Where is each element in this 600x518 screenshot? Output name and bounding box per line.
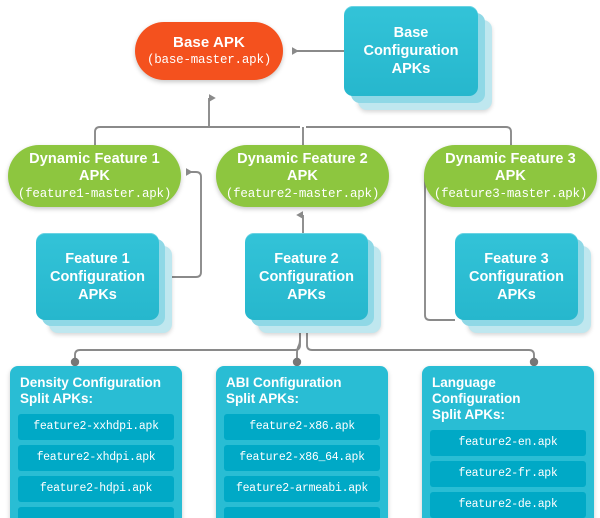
stack-sheet-front: Feature 2 Configuration APKs — [245, 233, 368, 320]
dynamic-feature-3-filename: (feature3-master.apk) — [433, 186, 588, 201]
feature-3-config-line3: APKs — [497, 286, 536, 303]
wire-bus-to-dyn3 — [306, 126, 512, 145]
feature-1-config-line1: Feature 1 — [65, 250, 130, 267]
stack-sheet-front: Base Configuration APKs — [344, 6, 478, 96]
base-configuration-apks-stack[interactable]: Base Configuration APKs — [344, 6, 492, 110]
dynamic-feature-3-title-line2: APK — [495, 167, 526, 184]
abi-split-heading: ABI Configuration Split APKs: — [224, 375, 380, 409]
base-config-line3: APKs — [391, 61, 431, 77]
abi-split-heading-line2: Split APKs: — [226, 391, 300, 406]
base-apk-title: Base APK — [173, 34, 245, 51]
stack-sheet-front: Feature 1 Configuration APKs — [36, 233, 159, 320]
abi-split-list: feature2-x86.apk feature2-x86_64.apk fea… — [224, 414, 380, 518]
split-apk-item[interactable]: feature2-xhdpi.apk — [18, 445, 174, 471]
stack-sheet-front: Feature 3 Configuration APKs — [455, 233, 578, 320]
density-split-heading-line1: Density Configuration — [20, 375, 161, 390]
dynamic-feature-2-apk-node[interactable]: Dynamic Feature 2 APK (feature2-master.a… — [216, 145, 389, 207]
dynamic-feature-1-title-line2: APK — [79, 167, 110, 184]
split-apk-item[interactable]: feature2-x86_64.apk — [224, 445, 380, 471]
dynamic-feature-3-apk-node[interactable]: Dynamic Feature 3 APK (feature3-master.a… — [424, 145, 597, 207]
language-configuration-split-apks-box[interactable]: Language Configuration Split APKs: featu… — [422, 366, 594, 518]
base-config-line2: Configuration — [363, 43, 459, 59]
dynamic-feature-3-title-line1: Dynamic Feature 3 — [445, 150, 576, 167]
dynamic-feature-2-filename: (feature2-master.apk) — [225, 186, 380, 201]
base-config-line1: Base — [393, 25, 429, 41]
base-apk-node[interactable]: Base APK (base-master.apk) — [135, 22, 283, 80]
dynamic-feature-1-apk-node[interactable]: Dynamic Feature 1 APK (feature1-master.a… — [8, 145, 181, 207]
dynamic-feature-2-title-line2: APK — [287, 167, 318, 184]
feature-2-configuration-apks-stack[interactable]: Feature 2 Configuration APKs — [245, 233, 381, 333]
wire-bus-to-dyn1 — [94, 126, 300, 145]
split-apk-item[interactable]: feature2-x86.apk — [224, 414, 380, 440]
language-split-heading: Language Configuration Split APKs: — [430, 375, 586, 425]
split-apk-item[interactable]: feature2-fr.apk — [430, 461, 586, 487]
feature-1-config-line2: Configuration — [49, 268, 146, 285]
dynamic-feature-1-title-line1: Dynamic Feature 1 — [29, 150, 160, 167]
density-split-heading: Density Configuration Split APKs: — [18, 375, 174, 409]
dynamic-feature-2-title-line1: Dynamic Feature 2 — [237, 150, 368, 167]
feature-3-config-line2: Configuration — [468, 268, 565, 285]
feature-1-config-line3: APKs — [78, 286, 117, 303]
split-apk-item[interactable]: feature2-en.apk — [430, 430, 586, 456]
dynamic-feature-1-filename: (feature1-master.apk) — [17, 186, 172, 201]
abi-split-heading-line1: ABI Configuration — [226, 375, 342, 390]
density-split-heading-line2: Split APKs: — [20, 391, 94, 406]
split-apk-item[interactable]: feature2-armeabi.apk — [224, 476, 380, 502]
abi-configuration-split-apks-box[interactable]: ABI Configuration Split APKs: feature2-x… — [216, 366, 388, 518]
split-apk-item-ellipsis: . . . — [18, 507, 174, 518]
language-split-heading-line2: Split APKs: — [432, 407, 506, 422]
density-configuration-split-apks-box[interactable]: Density Configuration Split APKs: featur… — [10, 366, 182, 518]
feature-3-config-line1: Feature 3 — [484, 250, 549, 267]
language-split-list: feature2-en.apk feature2-fr.apk feature2… — [430, 430, 586, 518]
split-apk-item[interactable]: feature2-hdpi.apk — [18, 476, 174, 502]
split-apk-item[interactable]: feature2-xxhdpi.apk — [18, 414, 174, 440]
feature-1-configuration-apks-stack[interactable]: Feature 1 Configuration APKs — [36, 233, 172, 333]
feature-2-config-line1: Feature 2 — [274, 250, 339, 267]
split-apk-item[interactable]: feature2-de.apk — [430, 492, 586, 518]
feature-2-config-line3: APKs — [287, 286, 326, 303]
density-split-list: feature2-xxhdpi.apk feature2-xhdpi.apk f… — [18, 414, 174, 518]
feature-3-configuration-apks-stack[interactable]: Feature 3 Configuration APKs — [455, 233, 591, 333]
base-apk-filename: (base-master.apk) — [146, 53, 272, 67]
feature-2-config-line2: Configuration — [258, 268, 355, 285]
language-split-heading-line1: Language Configuration — [432, 375, 521, 406]
split-apk-item-ellipsis: . . . — [224, 507, 380, 518]
